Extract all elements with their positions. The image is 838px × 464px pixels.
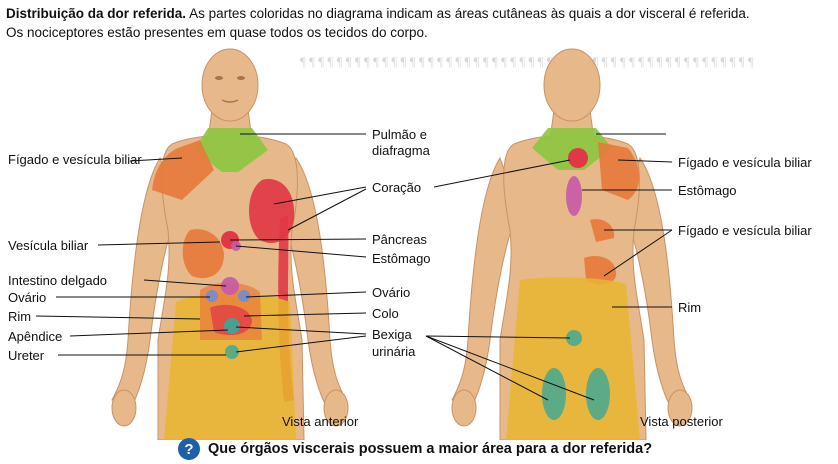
caption-text-2: Os nociceptores estão presentes em quase… <box>6 25 428 40</box>
label-colo: Colo <box>372 306 399 321</box>
background-textbook-text: ¶ ¶ ¶ ¶ ¶ ¶ ¶ ¶ ¶ ¶ ¶ ¶ ¶ ¶ ¶ ¶ ¶ ¶ ¶ ¶ … <box>300 54 754 69</box>
label-intestino-delgado: Intestino delgado <box>8 273 108 288</box>
label-estomago-anterior: Estômago <box>372 251 431 266</box>
label-figado-anterior: Fígado e vesícula biliar <box>8 152 142 167</box>
label-bexiga: Bexiga <box>372 327 412 342</box>
anterior-pain-areas <box>152 128 296 440</box>
label-ovario-right: Ovário <box>372 285 411 300</box>
view-posterior-label: Vista posterior <box>640 414 723 429</box>
label-vesicula-biliar: Vesícula biliar <box>8 238 89 253</box>
question-icon: ? <box>178 438 200 460</box>
question-box: ? Que órgãos viscerais possuem a maior á… <box>178 438 652 460</box>
label-figado-posterior-top: Fígado e vesícula biliar <box>678 155 812 170</box>
label-urinaria: urinária <box>372 344 416 359</box>
question-text: Que órgãos viscerais possuem a maior áre… <box>208 441 653 457</box>
label-pulmao: Pulmão e <box>372 127 427 142</box>
posterior-pain-areas <box>506 128 640 440</box>
referred-pain-illustration <box>35 48 693 440</box>
label-rim-posterior: Rim <box>678 300 702 315</box>
label-apendice: Apêndice <box>8 329 63 344</box>
label-coracao: Coração <box>372 180 422 195</box>
caption-title: Distribuição da dor referida. <box>6 6 187 21</box>
leader-lines <box>35 133 673 401</box>
caption-text-1: As partes coloridas no diagrama indicam … <box>189 6 750 21</box>
label-figado-posterior-mid: Fígado e vesícula biliar <box>678 223 812 238</box>
figure-caption: Distribuição da dor referida. As partes … <box>6 4 834 42</box>
label-diafragma: diafragma <box>372 143 430 158</box>
label-rim-anterior: Rim <box>8 309 32 324</box>
label-estomago-posterior: Estômago <box>678 183 737 198</box>
label-ureter: Ureter <box>8 348 45 363</box>
view-anterior-label: Vista anterior <box>282 414 359 429</box>
label-ovario-left: Ovário <box>8 290 47 305</box>
label-pancreas: Pâncreas <box>372 232 427 247</box>
